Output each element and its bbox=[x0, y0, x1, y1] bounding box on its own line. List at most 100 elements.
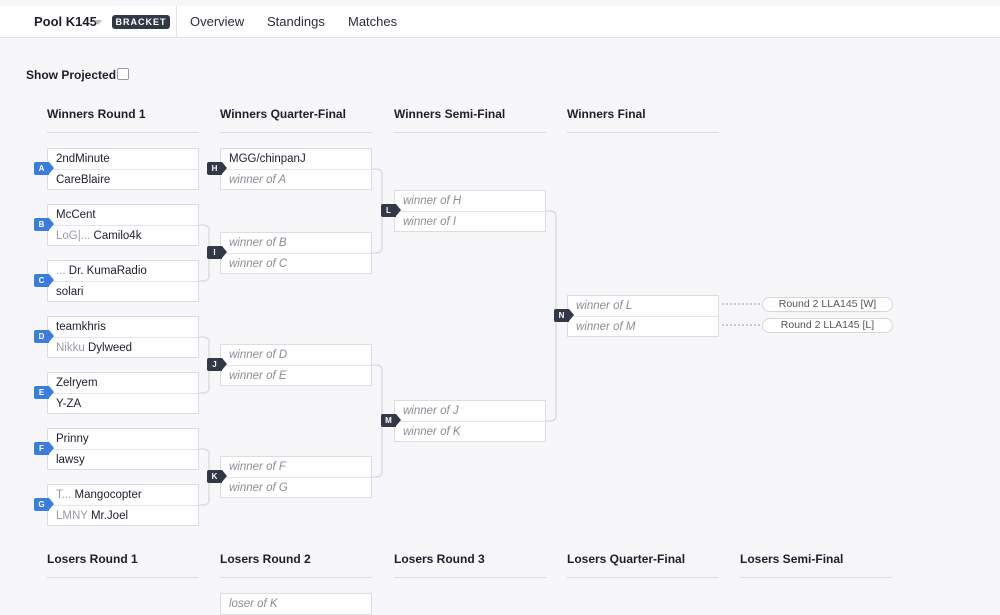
match-label-m: M bbox=[381, 414, 401, 427]
match-slot[interactable]: winner of G bbox=[221, 477, 371, 497]
match-slot[interactable]: winner of C bbox=[221, 253, 371, 273]
bracket-badge: BRACKET bbox=[112, 15, 170, 29]
label-arrow bbox=[222, 246, 227, 258]
match-k[interactable]: winner of F winner of G bbox=[220, 456, 372, 498]
outcome-loser-pill[interactable]: Round 2 LLA145 [L] bbox=[762, 318, 893, 333]
player-name: MGG/chinpanJ bbox=[229, 153, 306, 165]
match-slot[interactable]: Nikku Dylweed bbox=[48, 337, 198, 357]
match-i[interactable]: winner of B winner of C bbox=[220, 232, 372, 274]
team-prefix: LoG|... bbox=[56, 230, 91, 242]
match-label-d: D bbox=[34, 330, 54, 343]
match-slot[interactable]: 2ndMinute bbox=[48, 149, 198, 169]
match-card-partial[interactable]: loser of K bbox=[220, 593, 372, 615]
chevron-down-icon[interactable] bbox=[94, 20, 102, 25]
player-name: Zelryem bbox=[56, 377, 98, 389]
match-j[interactable]: winner of D winner of E bbox=[220, 344, 372, 386]
match-slot[interactable]: CareBlaire bbox=[48, 169, 198, 189]
player-name: Y-ZA bbox=[56, 398, 82, 410]
match-slot[interactable]: winner of E bbox=[221, 365, 371, 385]
team-prefix: T... bbox=[56, 489, 72, 501]
team-prefix: Nikku bbox=[56, 342, 85, 354]
match-label-a: A bbox=[34, 162, 54, 175]
round-header: Losers Semi-Final bbox=[740, 552, 892, 578]
player-name: McCent bbox=[56, 209, 96, 221]
match-slot[interactable]: winner of M bbox=[568, 316, 718, 336]
match-slot[interactable]: MGG/chinpanJ bbox=[221, 149, 371, 169]
match-label-j: J bbox=[207, 358, 227, 371]
player-name: Camilo4k bbox=[93, 230, 142, 242]
match-slot[interactable]: winner of F bbox=[229, 461, 286, 473]
divider bbox=[176, 6, 177, 38]
label-arrow bbox=[396, 204, 401, 216]
player-name: Mr.Joel bbox=[90, 510, 129, 522]
player-name: teamkhris bbox=[56, 321, 106, 333]
match-f[interactable]: Prinny lawsy bbox=[47, 428, 199, 470]
player-name: 2ndMinute bbox=[56, 153, 110, 165]
connector-dotted bbox=[722, 324, 760, 326]
match-m[interactable]: winner of J winner of K bbox=[394, 400, 546, 442]
match-label-b: B bbox=[34, 218, 54, 231]
round-header: Losers Round 2 bbox=[220, 552, 372, 578]
match-label-k: K bbox=[207, 470, 227, 483]
player-name: Mangocopter bbox=[74, 489, 142, 501]
match-h[interactable]: MGG/chinpanJ winner of A bbox=[220, 148, 372, 190]
match-slot[interactable]: winner of D bbox=[229, 349, 288, 361]
round-header: Losers Quarter-Final bbox=[567, 552, 719, 578]
label-arrow bbox=[222, 470, 227, 482]
match-slot[interactable]: LMNY Mr.Joel bbox=[48, 505, 198, 525]
match-slot[interactable]: winner of I bbox=[395, 211, 545, 231]
match-slot[interactable]: winner of L bbox=[576, 300, 633, 312]
label-arrow bbox=[49, 330, 54, 342]
match-slot[interactable]: winner of J bbox=[403, 405, 459, 417]
connector-dotted bbox=[722, 303, 760, 305]
round-header: Winners Round 1 bbox=[47, 107, 199, 133]
player-name: Dr. KumaRadio bbox=[68, 265, 147, 277]
slot-placeholder: loser of K bbox=[229, 598, 278, 610]
match-n[interactable]: winner of L winner of M bbox=[567, 295, 719, 337]
round-header: Winners Quarter-Final bbox=[220, 107, 372, 133]
match-slot[interactable]: winner of H bbox=[403, 195, 462, 207]
match-slot[interactable]: Y-ZA bbox=[48, 393, 198, 413]
match-slot[interactable]: lawsy bbox=[48, 449, 198, 469]
outcome-winner-pill[interactable]: Round 2 LLA145 [W] bbox=[762, 297, 893, 312]
tab-overview[interactable]: Overview bbox=[190, 14, 245, 29]
tab-matches[interactable]: Matches bbox=[348, 14, 398, 29]
match-label-i: I bbox=[207, 246, 227, 259]
match-label-n: N bbox=[554, 309, 574, 322]
tab-standings[interactable]: Standings bbox=[267, 14, 325, 29]
show-projected-label: Show Projected bbox=[26, 68, 117, 82]
match-label-f: F bbox=[34, 442, 54, 455]
match-slot[interactable]: T... Mangocopter bbox=[48, 485, 198, 505]
match-slot[interactable]: LoG|... Camilo4k bbox=[48, 225, 198, 245]
match-slot[interactable]: solari bbox=[48, 281, 198, 301]
match-slot[interactable]: winner of A bbox=[221, 169, 371, 189]
match-slot[interactable]: McCent bbox=[48, 205, 198, 225]
label-arrow bbox=[222, 162, 227, 174]
match-l[interactable]: winner of H winner of I bbox=[394, 190, 546, 232]
match-label-l: L bbox=[381, 204, 401, 217]
match-label-h: H bbox=[207, 162, 227, 175]
label-arrow bbox=[49, 218, 54, 230]
round-header: Losers Round 3 bbox=[394, 552, 546, 578]
show-projected-checkbox[interactable] bbox=[117, 68, 129, 80]
player-name: CareBlaire bbox=[56, 174, 111, 186]
match-slot[interactable]: ... Dr. KumaRadio bbox=[48, 261, 198, 281]
label-arrow bbox=[569, 309, 574, 321]
match-label-g: G bbox=[34, 498, 54, 511]
pool-selector[interactable]: Pool K145 bbox=[34, 14, 97, 29]
match-slot[interactable]: winner of B bbox=[229, 237, 287, 249]
match-slot[interactable]: winner of K bbox=[395, 421, 545, 441]
label-arrow bbox=[49, 274, 54, 286]
match-slot[interactable]: Prinny bbox=[48, 429, 198, 449]
match-slot[interactable]: teamkhris bbox=[48, 317, 198, 337]
player-name: Prinny bbox=[56, 433, 89, 445]
label-arrow bbox=[396, 414, 401, 426]
round-header: Losers Round 1 bbox=[47, 552, 199, 578]
match-slot[interactable]: Zelryem bbox=[48, 373, 198, 393]
